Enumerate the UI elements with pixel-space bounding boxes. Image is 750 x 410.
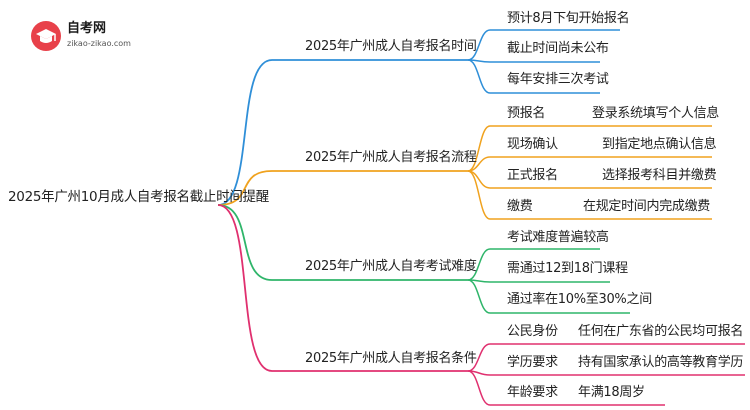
leaf-process-1-detail: 登录系统填写个人信息 — [592, 106, 720, 121]
logo-subtitle: zikao-zikao.com — [67, 39, 131, 48]
leaf-connector-time-3 — [467, 59, 491, 94]
branch-label-time: 2025年广州成人自考报名时间 — [305, 39, 477, 54]
leaf-process-2-detail: 到指定地点确认信息 — [602, 137, 717, 152]
leaf-conditions-1: 公民身份 — [507, 324, 558, 339]
leaf-time-2: 截止时间尚未公布 — [507, 41, 609, 56]
connector-conditions — [217, 204, 273, 372]
logo-title: 自考网 — [67, 21, 107, 36]
graduation-cap-icon — [31, 21, 61, 51]
leaf-time-3: 每年安排三次考试 — [507, 72, 609, 87]
leaf-conditions-2: 学历要求 — [507, 355, 558, 370]
branch-label-process: 2025年广州成人自考报名流程 — [305, 150, 477, 165]
connector-difficulty — [217, 204, 273, 281]
connector-time — [217, 59, 273, 206]
leaf-conditions-1-detail: 任何在广东省的公民均可报名 — [578, 324, 744, 339]
leaf-connector-difficulty-1 — [467, 248, 491, 281]
leaf-process-3: 正式报名 — [507, 168, 558, 183]
leaf-conditions-3-detail: 年满18周岁 — [578, 385, 645, 400]
branch-label-conditions: 2025年广州成人自考报名条件 — [305, 351, 477, 366]
leaf-process-2: 现场确认 — [507, 137, 558, 152]
connector-process — [217, 170, 273, 206]
branch-label-difficulty: 2025年广州成人自考考试难度 — [305, 259, 477, 274]
leaf-process-3-detail: 选择报考科目并缴费 — [602, 168, 717, 183]
leaf-connector-process-4 — [467, 170, 491, 220]
leaf-connector-conditions-1 — [467, 343, 491, 372]
leaf-time-1: 预计8月下旬开始报名 — [507, 11, 630, 26]
leaf-connector-time-1 — [467, 29, 491, 61]
leaf-connector-process-1 — [467, 125, 491, 172]
leaf-connector-difficulty-3 — [467, 279, 491, 314]
leaf-connector-conditions-3 — [467, 370, 491, 406]
leaf-process-4-detail: 在规定时间内完成缴费 — [583, 199, 711, 214]
leaf-conditions-2-detail: 持有国家承认的高等教育学历 — [578, 355, 744, 370]
leaf-difficulty-3: 通过率在10%至30%之间 — [507, 292, 652, 307]
site-logo: 自考网 zikao-zikao.com — [30, 18, 140, 54]
leaf-process-1: 预报名 — [507, 106, 546, 121]
leaf-difficulty-2: 需通过12到18门课程 — [507, 261, 628, 276]
leaf-difficulty-1: 考试难度普遍较高 — [507, 230, 609, 245]
leaf-conditions-3: 年龄要求 — [507, 385, 558, 400]
leaf-process-4: 缴费 — [507, 199, 533, 214]
root-topic: 2025年广州10月成人自考报名截止时间提醒 — [8, 189, 269, 205]
